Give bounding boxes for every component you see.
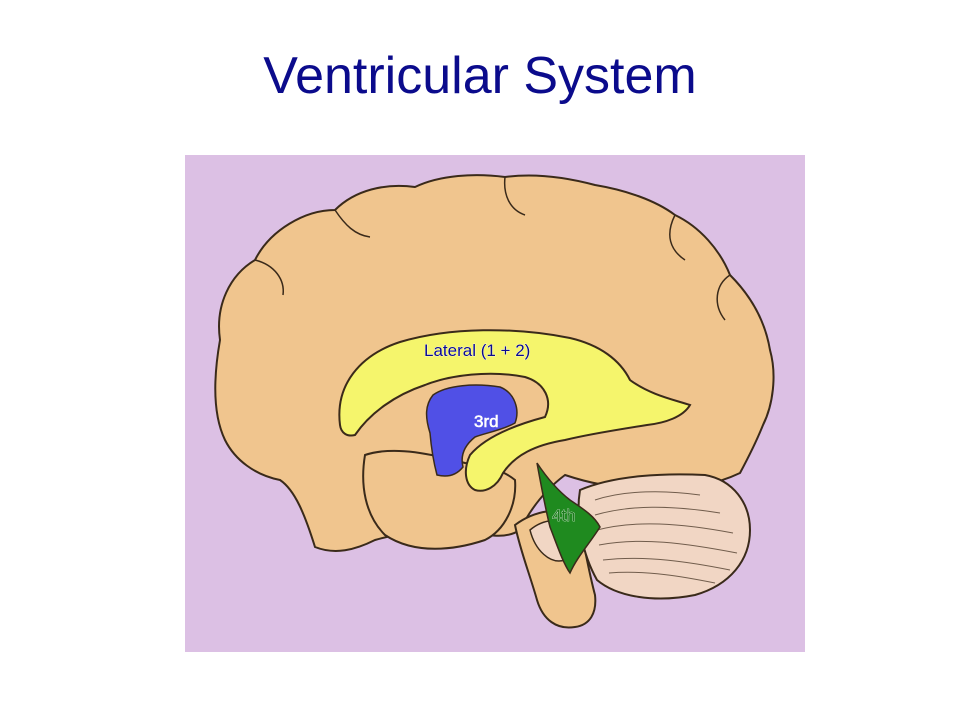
label-lateral-ventricle: Lateral (1 + 2)	[424, 341, 530, 360]
gyrus-line	[669, 214, 686, 261]
third-ventricle	[425, 384, 518, 477]
gyrus-line	[716, 274, 731, 321]
cerebellum	[577, 473, 752, 600]
gyrus-line	[334, 209, 371, 238]
label-fourth-ventricle: 4th	[552, 506, 576, 525]
gyrus-line	[503, 176, 526, 216]
gyrus-line	[254, 259, 284, 296]
lateral-ventricle	[338, 329, 692, 492]
fourth-ventricle	[536, 462, 601, 575]
label-third-ventricle: 3rd	[474, 412, 499, 431]
slide-title: Ventricular System	[263, 47, 697, 105]
cerebellum-folia	[594, 491, 738, 584]
brain-sagittal-diagram: Lateral (1 + 2) 3rd 4th	[185, 155, 805, 652]
